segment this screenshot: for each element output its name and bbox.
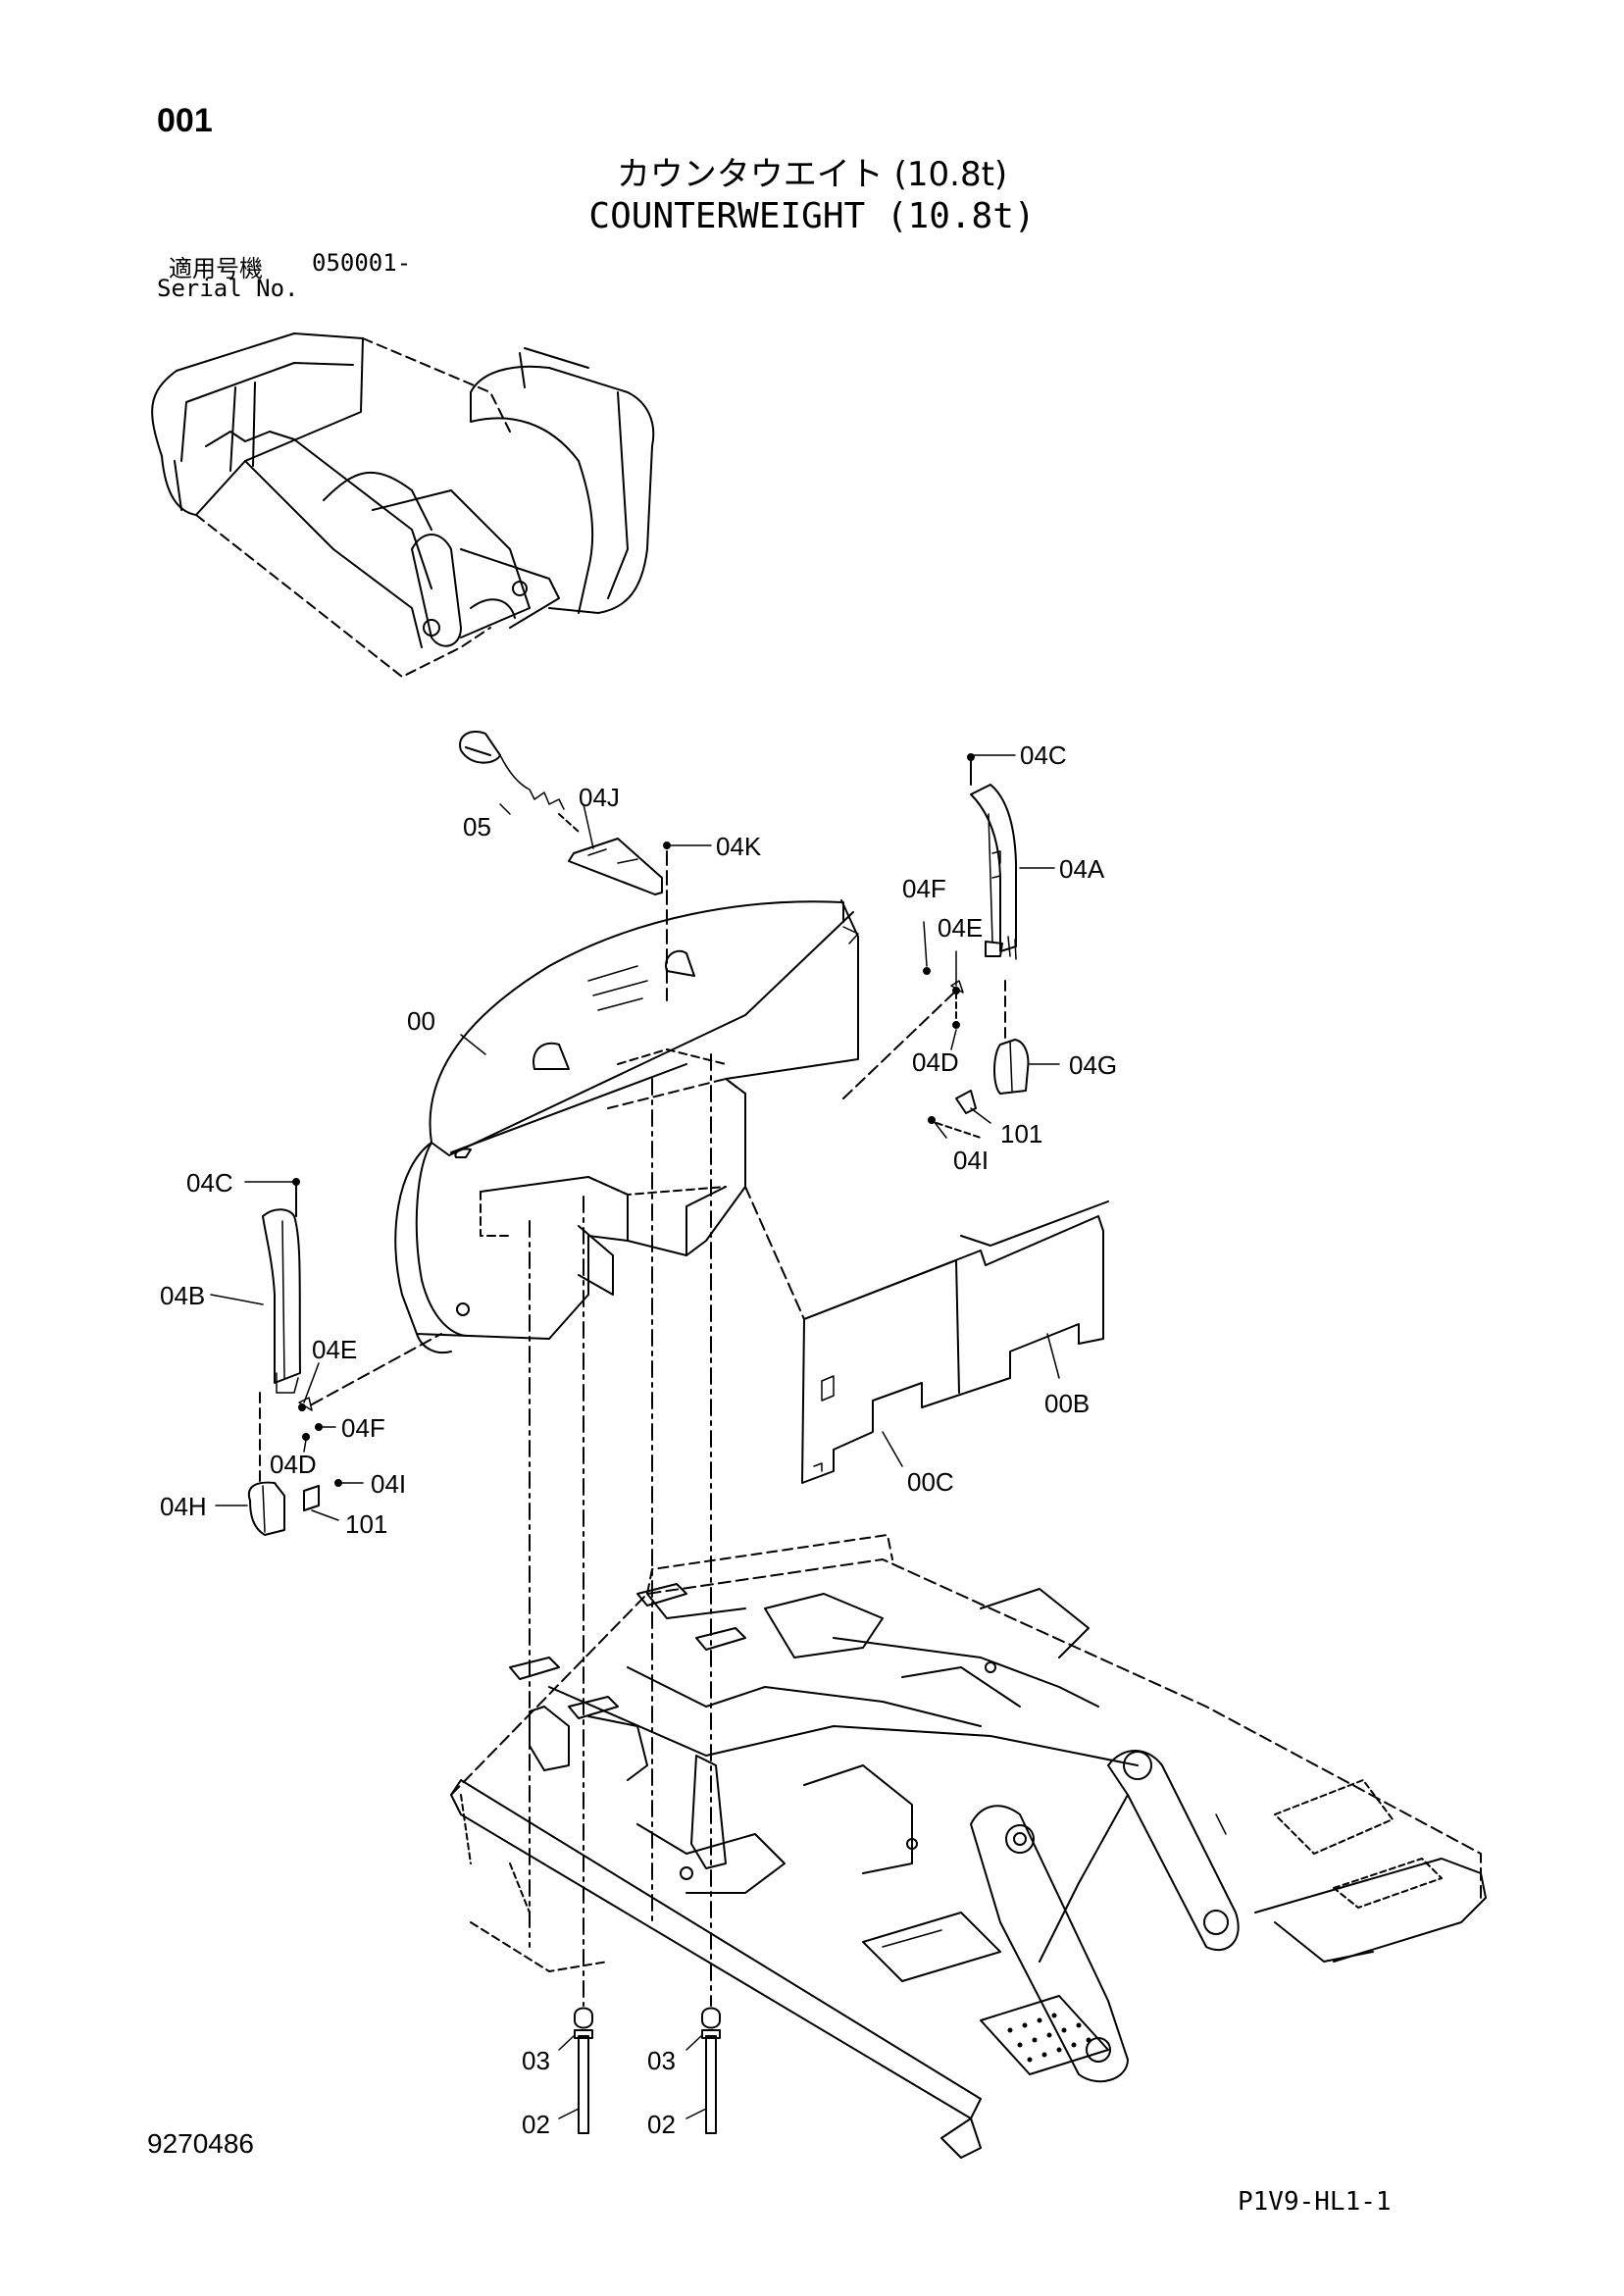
side-plate-panel [744,1186,1109,1484]
callout-00C: 00C [907,1467,954,1497]
callout-04I-left: 04I [371,1469,406,1499]
overview-thumbnail [151,332,655,678]
callout-04D-top: 04D [912,1047,959,1077]
upper-frame [450,1534,1487,2159]
callout-labels: 05 04J 04K 04C 04A 04F 04E 00 04D 04G 10… [160,740,1117,2139]
callout-04C-top: 04C [1020,740,1067,770]
callout-03-left: 03 [522,2046,550,2075]
page-code: P1V9-HL1-1 [1238,2187,1392,2217]
leader-lines [210,754,1060,2119]
left-handrail [247,1178,442,1536]
bolts [574,2007,721,2134]
callout-05: 05 [463,812,491,842]
callout-02-left: 02 [522,2110,550,2139]
serial-label-japanese: 適用号機 [169,255,263,282]
callout-101-left: 101 [345,1509,387,1539]
callout-04C-left: 04C [186,1168,233,1198]
callout-04E-left: 04E [312,1335,357,1364]
callout-04D-left: 04D [270,1450,317,1479]
document-number: 9270486 [147,2128,255,2159]
callout-00: 00 [407,1006,435,1036]
serial-value: 050001- [312,249,412,277]
callout-04B: 04B [160,1281,205,1310]
counterweight-body [394,899,859,1353]
callout-04J: 04J [579,783,620,812]
page-number: 001 [157,102,213,139]
callout-04E-top: 04E [938,913,983,943]
callout-04H: 04H [160,1492,207,1521]
title-japanese: カウンタウエイト (10.8t) [616,155,1008,194]
right-handrail [842,753,1030,1139]
callout-101-top: 101 [1000,1119,1042,1148]
callout-03-right: 03 [647,2046,676,2075]
callout-04A: 04A [1059,854,1105,884]
callout-04F-left: 04F [341,1413,385,1443]
callout-04I-top: 04I [953,1146,989,1175]
serial-label-english: Serial No. [157,275,299,302]
top-parts [459,731,671,1001]
callout-02-right: 02 [647,2110,676,2139]
callout-04G: 04G [1069,1050,1117,1080]
callout-04K: 04K [716,832,762,861]
callout-04F-top: 04F [902,874,946,903]
title-english: COUNTERWEIGHT (10.8t) [588,196,1036,236]
callout-00B: 00B [1044,1389,1090,1418]
bolt-centre-lines [529,1053,712,2007]
